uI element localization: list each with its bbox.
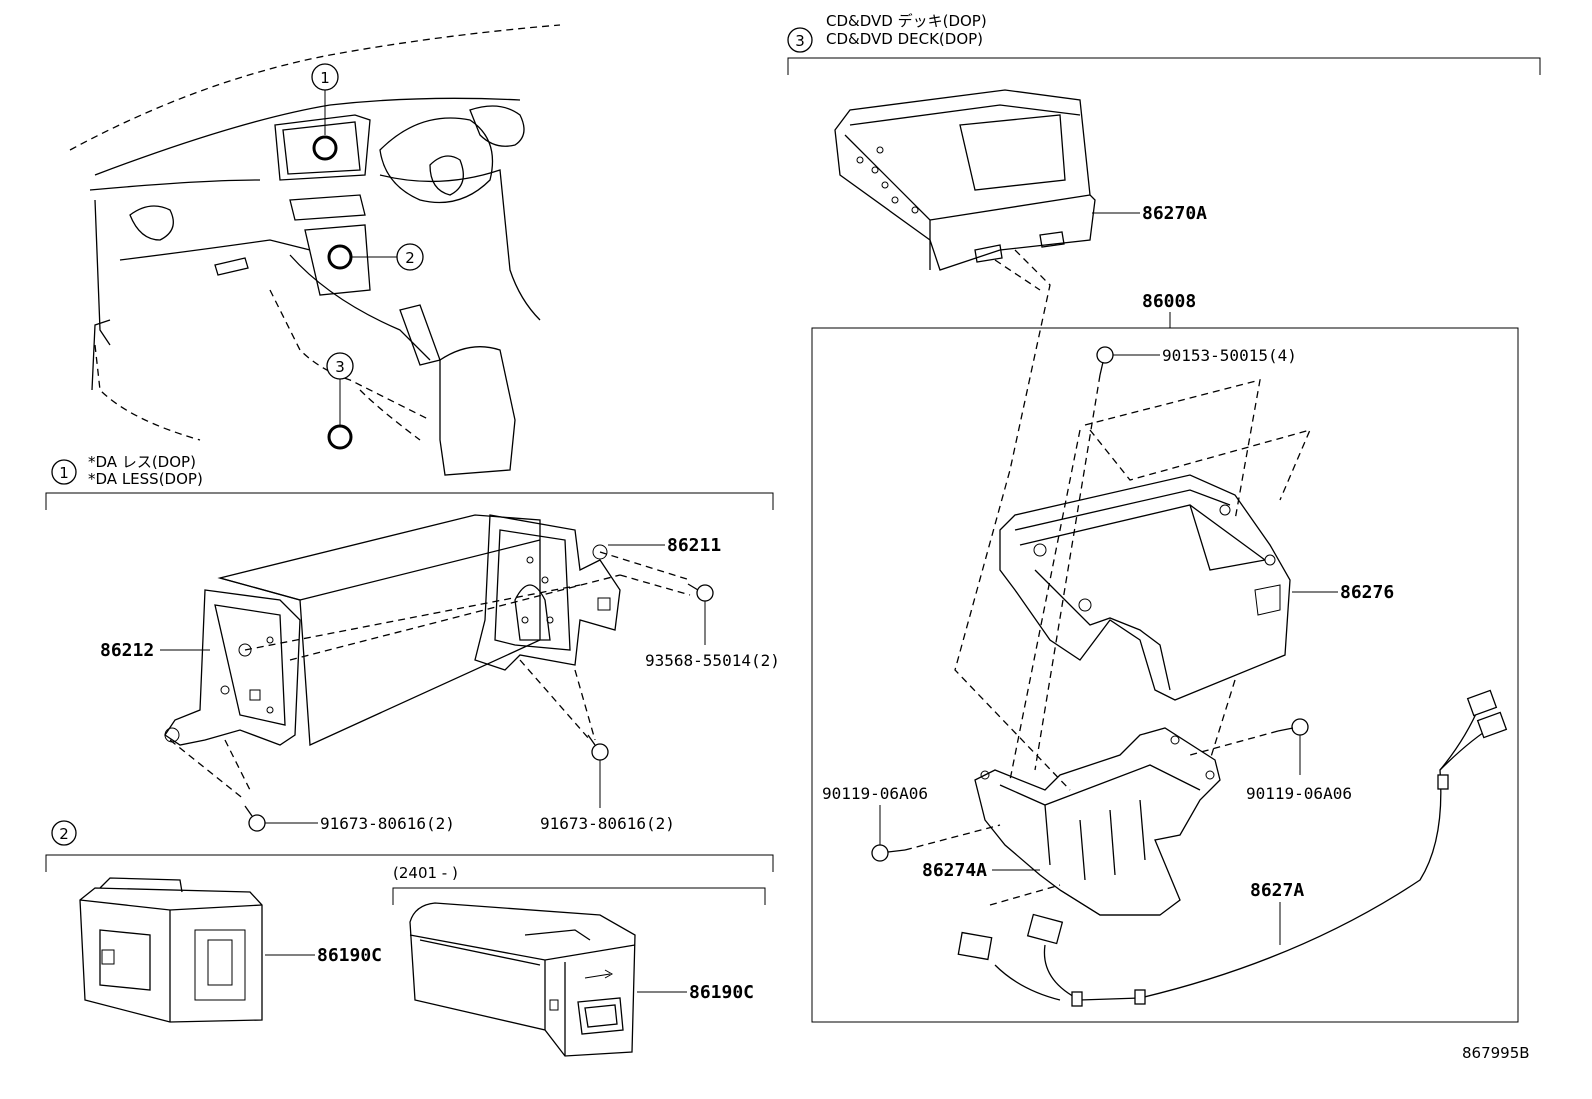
section-3-title-jp: CD&DVD デッキ(DOP) — [826, 12, 987, 30]
diagram-id: 867995B — [1462, 1044, 1530, 1062]
kit-86008: 86008 — [811, 291, 1519, 1023]
callout-2: 2 — [327, 243, 424, 271]
section-2-header: 2 (2401 - ) — [45, 820, 774, 905]
svg-text:91673-80616(2): 91673-80616(2) — [540, 814, 675, 833]
svg-text:93568-55014(2): 93568-55014(2) — [645, 651, 780, 670]
screw-90153: 90153-50015(4) — [1096, 346, 1297, 376]
svg-text:90153-50015(4): 90153-50015(4) — [1162, 346, 1297, 365]
label-86211: 86211 — [608, 535, 721, 556]
svg-text:86276: 86276 — [1340, 582, 1394, 603]
callout-3: 3 — [326, 352, 354, 450]
label-91673-80616-right: 91673-80616(2) — [540, 760, 675, 833]
section-3-number: 3 — [795, 32, 805, 50]
callout-3-number: 3 — [335, 358, 345, 376]
label-86190c-legacy: 86190C — [265, 945, 382, 966]
screw-91673-right — [587, 734, 609, 761]
label-8627a: 8627A — [1250, 880, 1304, 945]
label-86212: 86212 — [100, 640, 210, 661]
screw-90119-left: 90119-06A06 — [822, 784, 1001, 862]
svg-text:86212: 86212 — [100, 640, 154, 661]
holder-86276 — [999, 474, 1291, 701]
screw-90119-right: 90119-06A06 — [1189, 718, 1352, 803]
section-2-date-range: (2401 - ) — [393, 864, 458, 882]
section-2-number: 2 — [59, 825, 69, 843]
screw-93568 — [687, 583, 714, 602]
callout-1: 1 — [311, 63, 339, 161]
section-3-title-en: CD&DVD DECK(DOP) — [826, 30, 983, 48]
callout-2-number: 2 — [405, 249, 415, 267]
label-91673-80616-left: 91673-80616(2) — [265, 814, 455, 833]
label-86190c-new: 86190C — [637, 982, 754, 1003]
svg-text:86190C: 86190C — [689, 982, 754, 1003]
svg-text:86008: 86008 — [1142, 291, 1196, 312]
section-1-title-en: *DA LESS(DOP) — [88, 470, 203, 488]
usb-port-new — [409, 902, 636, 1057]
svg-text:86270A: 86270A — [1142, 203, 1207, 224]
section-1-title-jp: *DA レス(DOP) — [88, 453, 196, 471]
screw-91673-left — [244, 805, 266, 832]
label-86276: 86276 — [1292, 582, 1394, 603]
svg-text:86211: 86211 — [667, 535, 721, 556]
svg-text:90119-06A06: 90119-06A06 — [1246, 784, 1352, 803]
usb-port-legacy — [79, 877, 263, 1023]
svg-text:86274A: 86274A — [922, 860, 987, 881]
svg-text:90119-06A06: 90119-06A06 — [822, 784, 928, 803]
radio-bracket-assembly — [164, 514, 714, 832]
svg-text:8627A: 8627A — [1250, 880, 1304, 901]
section-1-header: 1 *DA レス(DOP) *DA LESS(DOP) — [45, 453, 774, 510]
section-3-header: 3 CD&DVD デッキ(DOP) CD&DVD DECK(DOP) — [787, 12, 1541, 75]
svg-text:86190C: 86190C — [317, 945, 382, 966]
label-86270a: 86270A — [1092, 203, 1207, 224]
bracket-86274a — [974, 727, 1221, 916]
dashboard-overview — [69, 24, 561, 476]
callout-1-number: 1 — [320, 69, 330, 87]
svg-text:91673-80616(2): 91673-80616(2) — [320, 814, 455, 833]
label-93568-55014: 93568-55014(2) — [645, 601, 780, 670]
cd-dvd-deck — [834, 89, 1096, 271]
section-1-number: 1 — [59, 464, 69, 482]
label-86274a: 86274A — [922, 860, 1040, 881]
harness-8627a — [957, 689, 1508, 1007]
